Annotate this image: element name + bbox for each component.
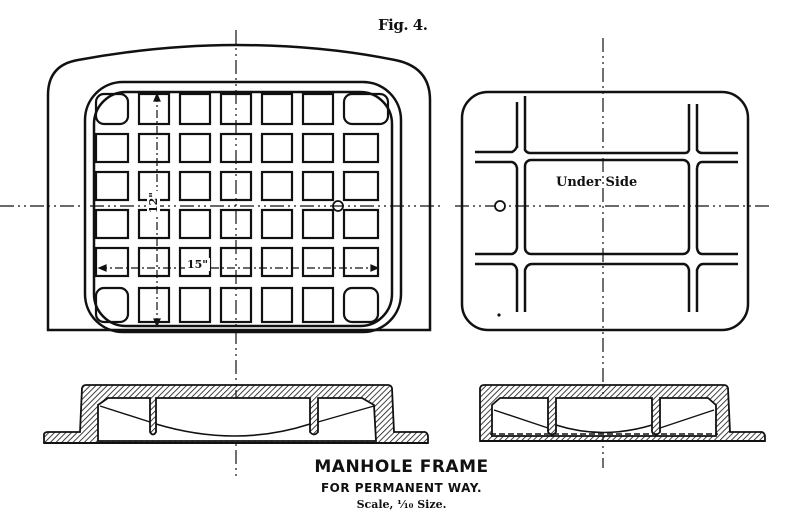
underside-section-view xyxy=(479,384,766,442)
plan-view-grid xyxy=(94,92,390,324)
figure-scale: Scale, ⅒ Size. xyxy=(356,498,447,511)
plan-view-frame xyxy=(46,43,432,334)
figure-title: MANHOLE FRAME xyxy=(314,457,489,477)
underside-hole-icon xyxy=(494,200,506,212)
plan-section-view xyxy=(43,384,429,444)
dimension-height-label: 12" xyxy=(147,190,160,214)
underside-view xyxy=(460,90,750,332)
figure-label: Fig. 4. xyxy=(378,16,428,34)
underside-label: Under Side xyxy=(556,175,638,190)
figure-subtitle: FOR PERMANENT WAY. xyxy=(320,481,483,495)
dimension-width-label: 15" xyxy=(185,258,211,271)
underside-dot xyxy=(497,313,501,317)
